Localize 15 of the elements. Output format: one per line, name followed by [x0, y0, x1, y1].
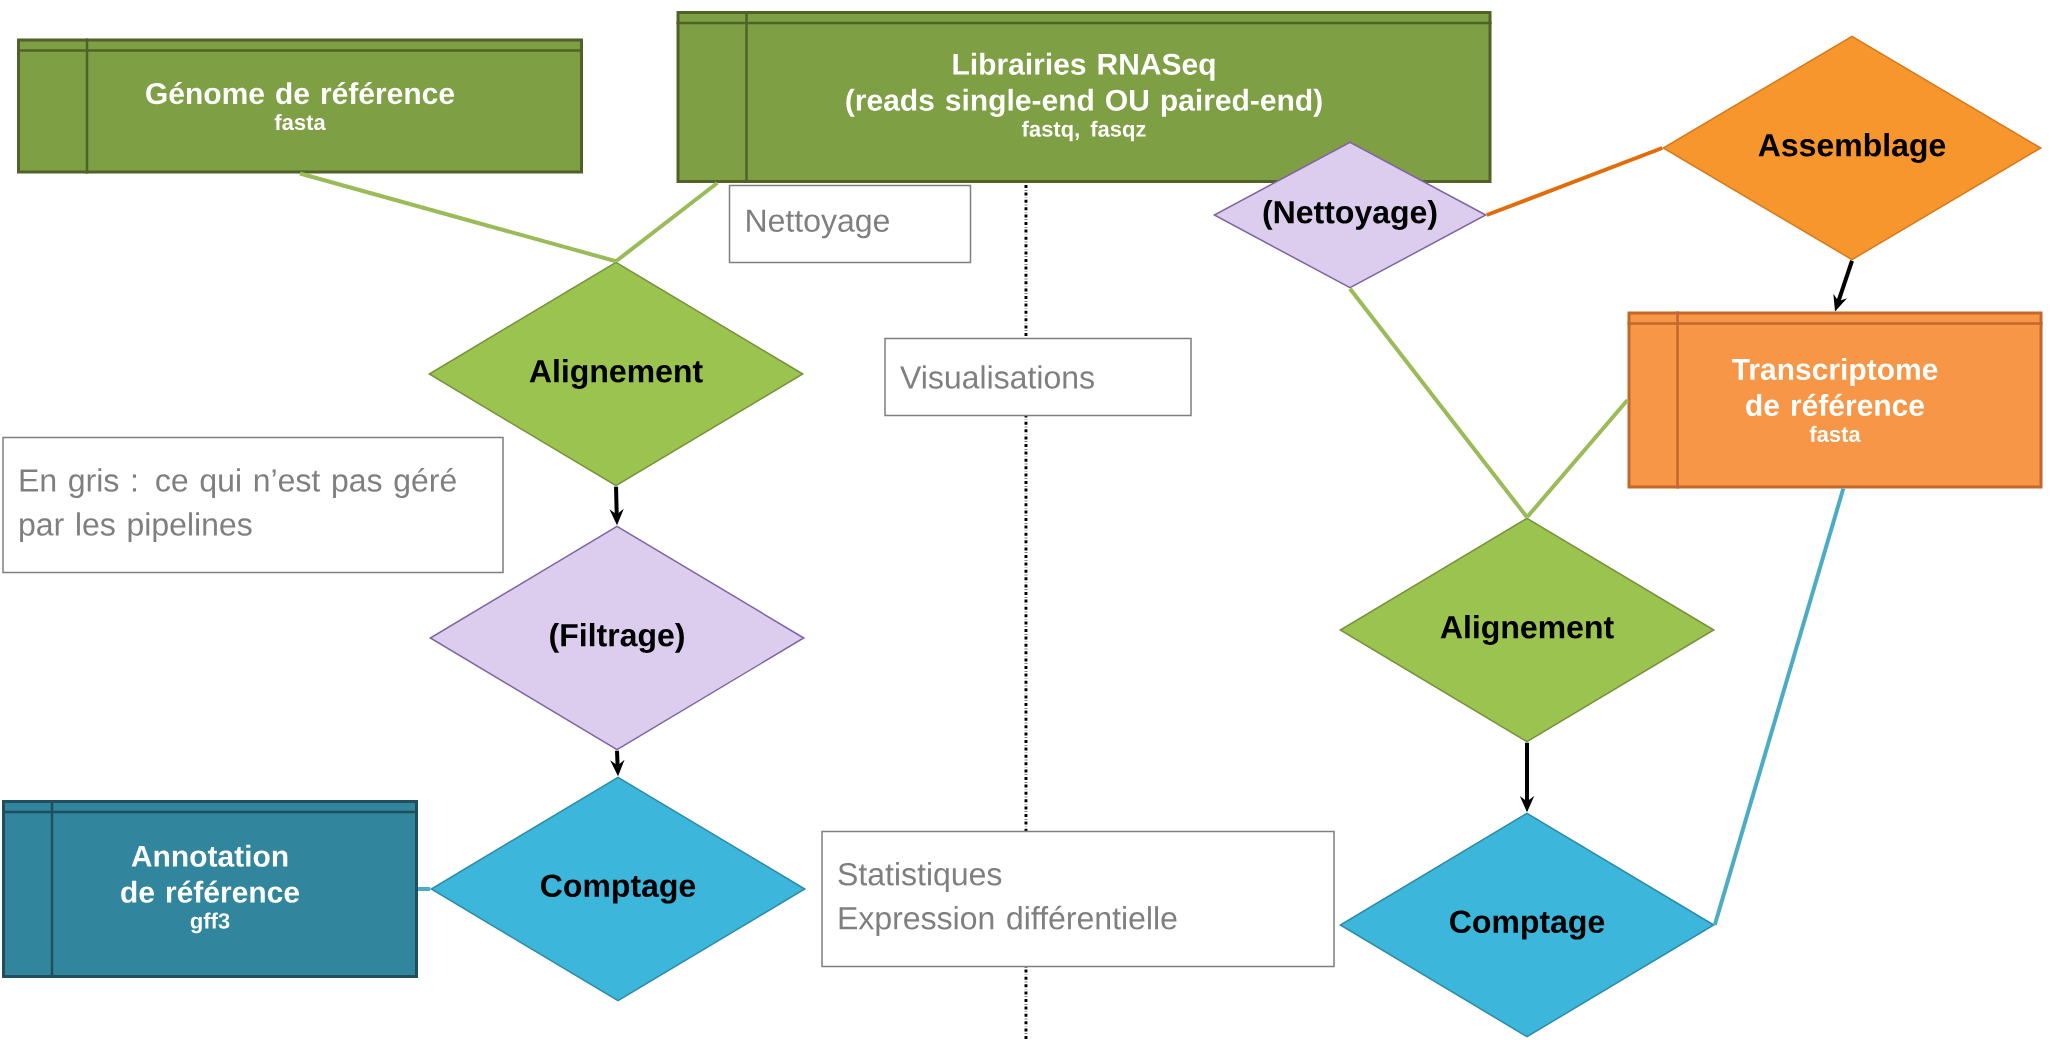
connector-line	[1486, 146, 1663, 217]
connector-line	[1712, 487, 1846, 926]
data-box: Librairies RNASeq (reads single-end OU paired-end) fastq, fasqz	[676, 11, 1492, 183]
connector-line	[614, 181, 719, 263]
data-box: Génome de référence fasta	[17, 38, 583, 174]
connector-line	[1348, 287, 1529, 519]
note-box: Nettoyage	[728, 184, 972, 264]
note-box: En gris : ce qui n’est pas géré par les pipelines	[2, 436, 504, 574]
connector-line	[418, 887, 431, 891]
connector-line	[1525, 398, 1630, 519]
note-box: Statistiques Expression différentielle	[821, 830, 1335, 968]
data-box: Transcriptome de référence fasta	[1627, 311, 2043, 489]
note-box: Visualisations	[884, 337, 1192, 417]
connector-line	[299, 171, 617, 264]
data-box: Annotation de référence gff3	[2, 800, 418, 978]
